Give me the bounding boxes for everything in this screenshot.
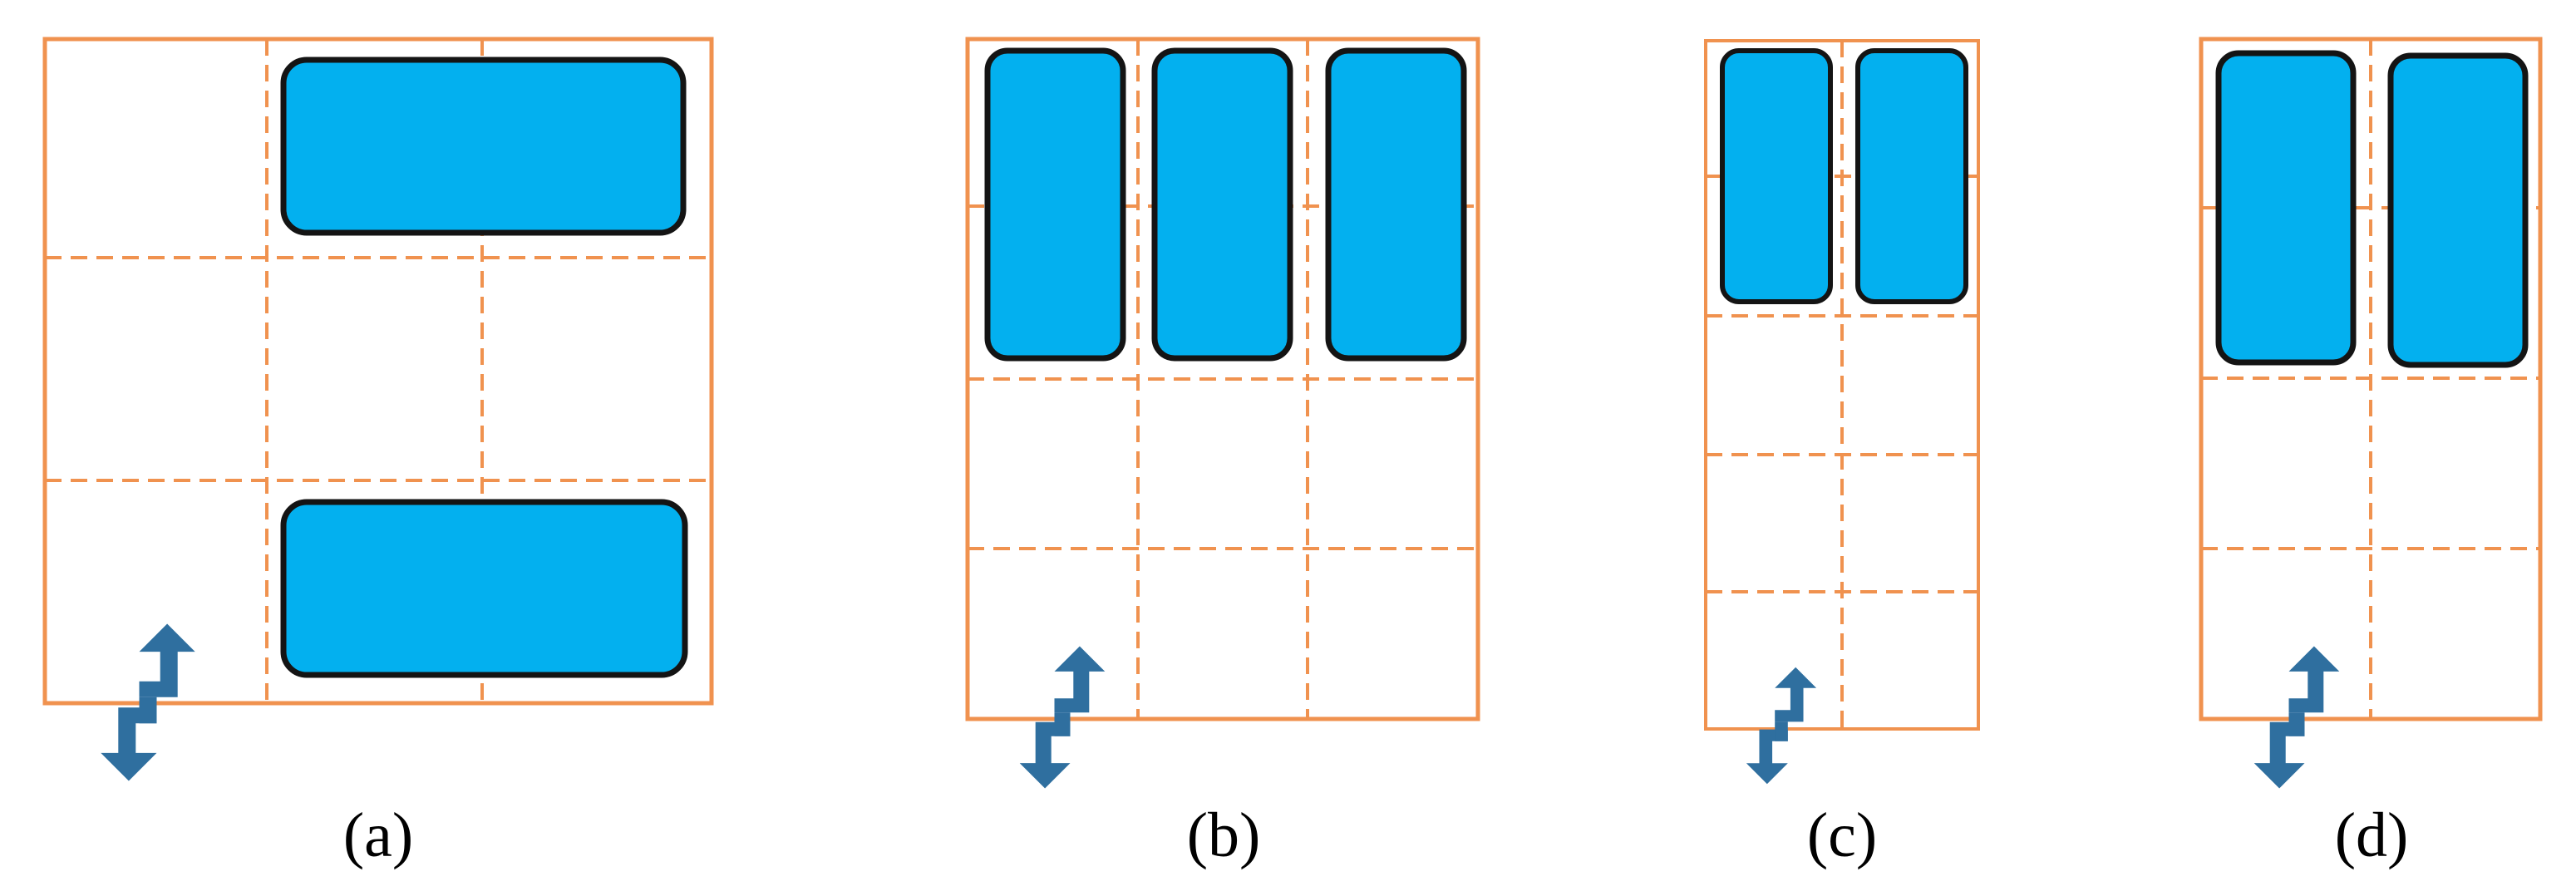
storage-item xyxy=(1855,48,1968,304)
storage-item xyxy=(280,499,688,678)
panel-c: (c) xyxy=(1704,39,1980,870)
storage-item xyxy=(1151,47,1293,362)
storage-item xyxy=(1325,47,1467,362)
storage-item xyxy=(2215,50,2357,366)
panel-label: (a) xyxy=(343,800,413,870)
panel-label: (b) xyxy=(1187,800,1261,870)
panel-a: (a) xyxy=(42,37,714,870)
panel-label: (d) xyxy=(2335,800,2409,870)
storage-item xyxy=(1720,48,1833,304)
storage-item xyxy=(2387,52,2529,368)
storage-item xyxy=(280,57,687,236)
storage-item xyxy=(984,47,1126,362)
grid-frame xyxy=(42,37,714,706)
panel-d: (d) xyxy=(2199,37,2543,870)
panel-b: (b) xyxy=(965,37,1480,870)
panel-label: (c) xyxy=(1807,800,1877,870)
rotate-arrows-icon xyxy=(1746,667,1817,785)
